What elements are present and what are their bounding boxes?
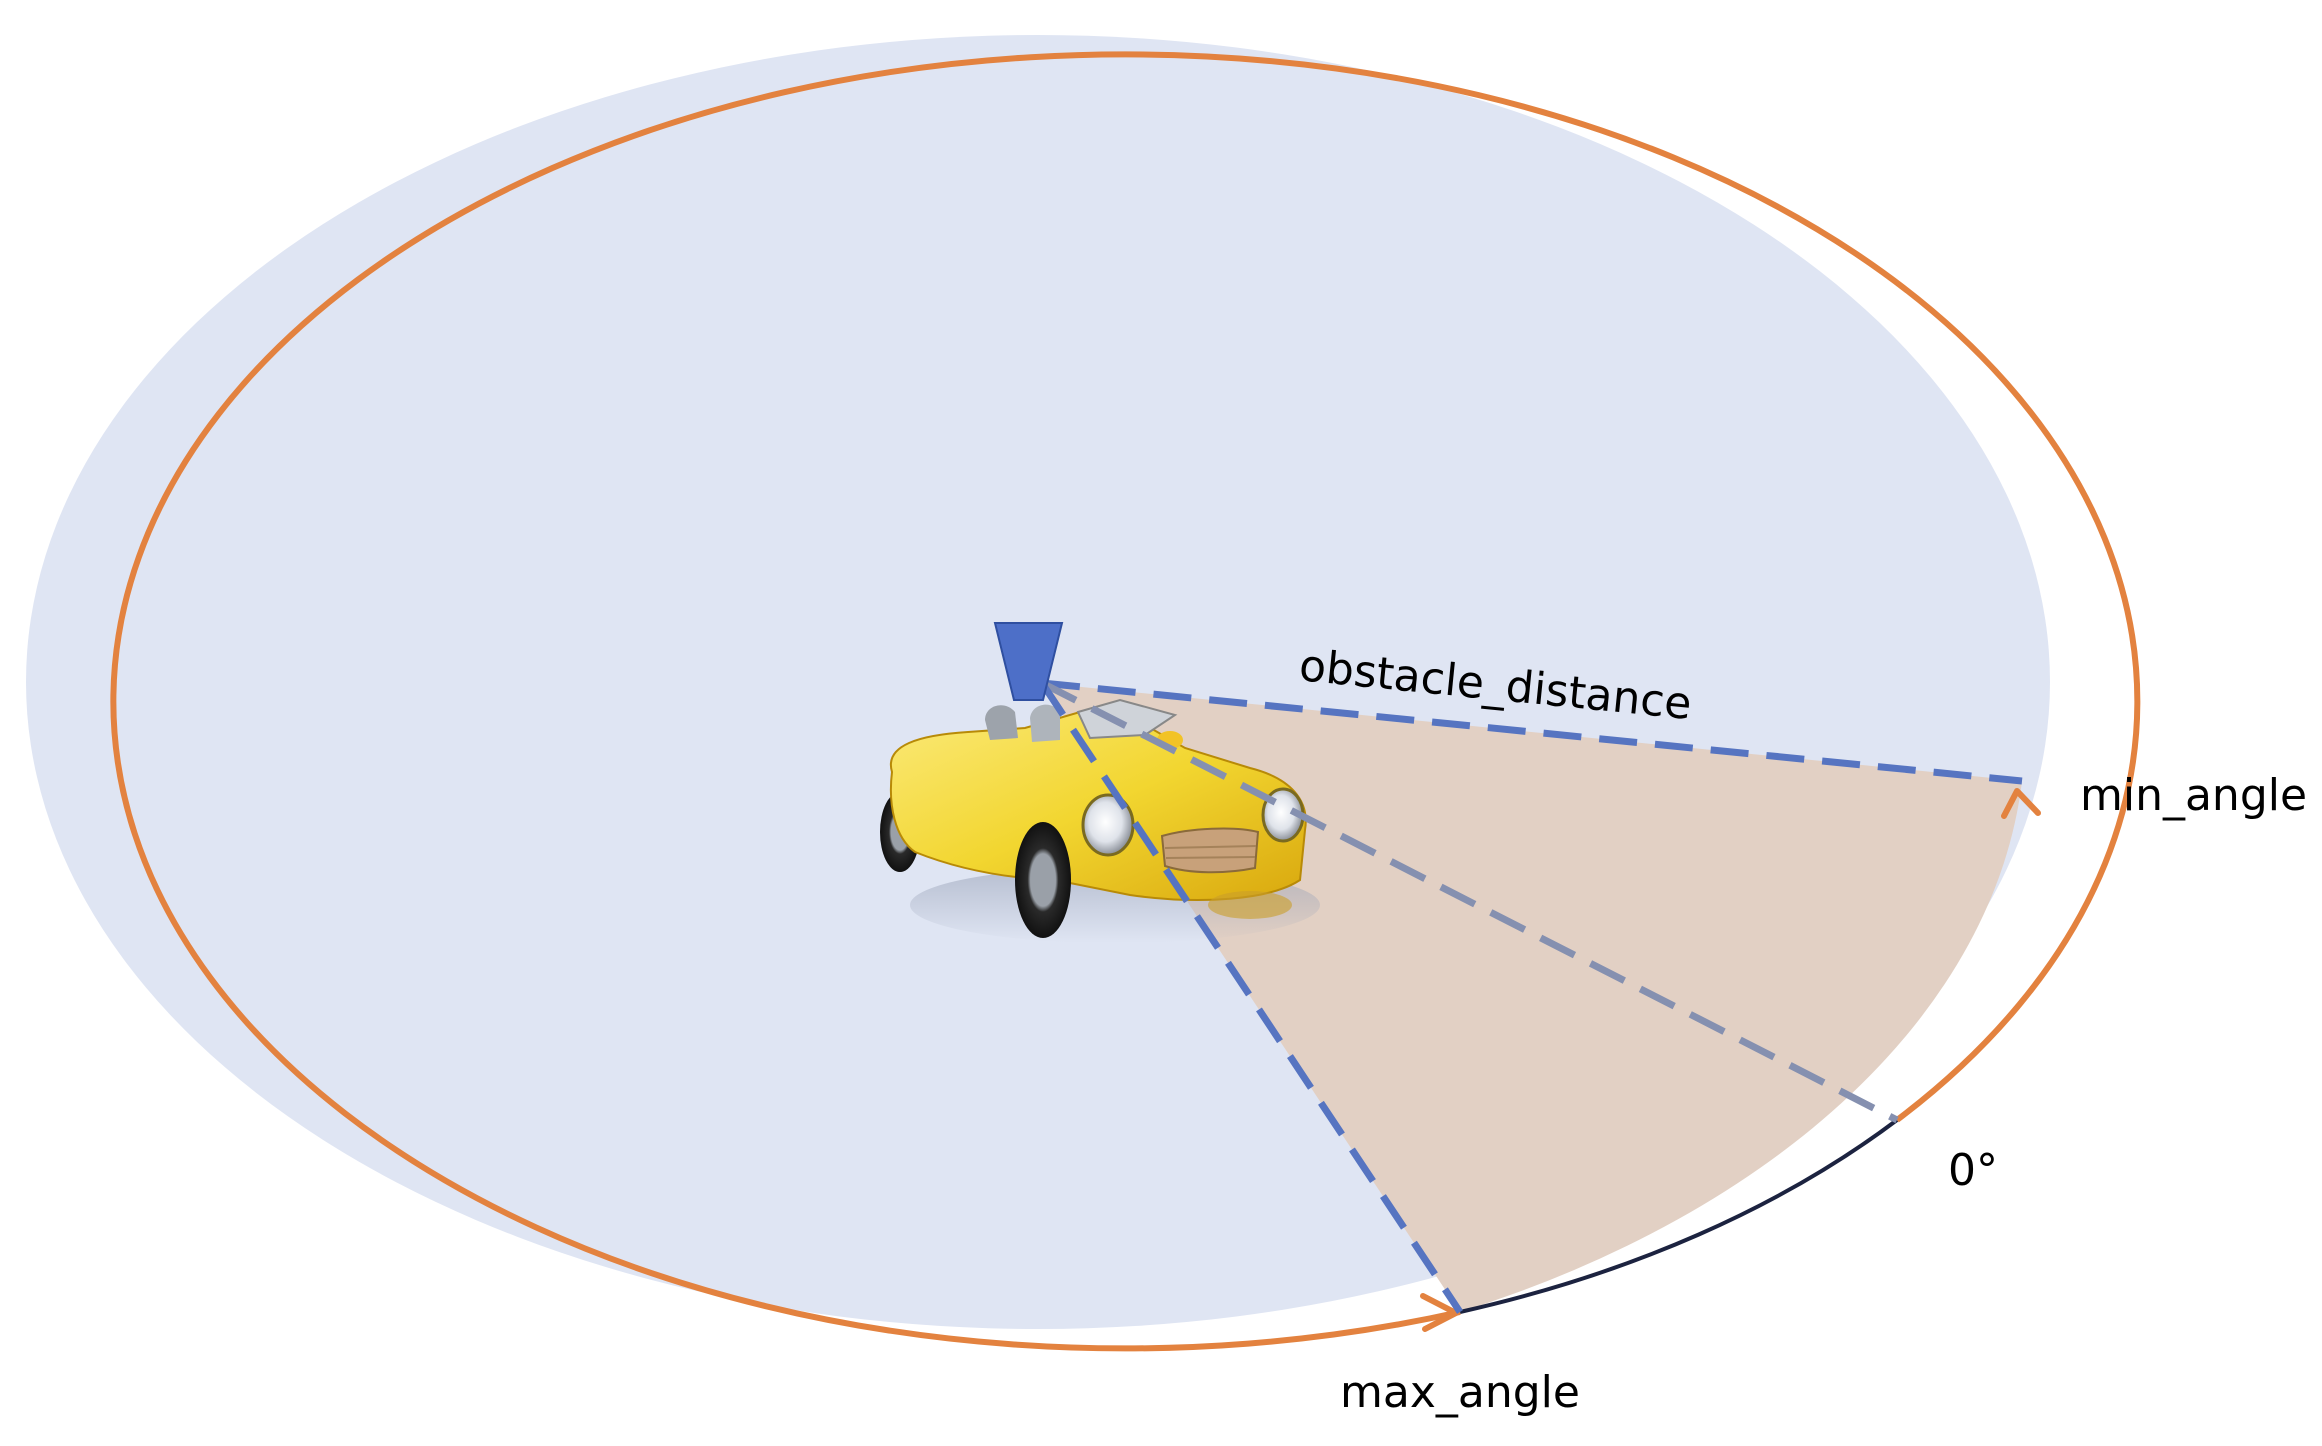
max-angle-label: max_angle [1340,1367,1580,1418]
min-angle-label: min_angle [2080,770,2307,821]
boundary-orange-arc [110,51,2141,1352]
max-angle-ray [1039,681,1463,1314]
obstacle-distance-ray [1041,679,2023,785]
zero-degree-label: 0° [1948,1145,1998,1196]
car-icon [880,698,1320,943]
max-angle-arrowhead [1420,1293,1459,1332]
min-angle-arrowhead [2001,788,2041,819]
boundary-dark-arc [1459,1118,1899,1314]
lidar-sensor-icon [993,622,1064,701]
zero-degree-ray [1040,679,1899,1124]
